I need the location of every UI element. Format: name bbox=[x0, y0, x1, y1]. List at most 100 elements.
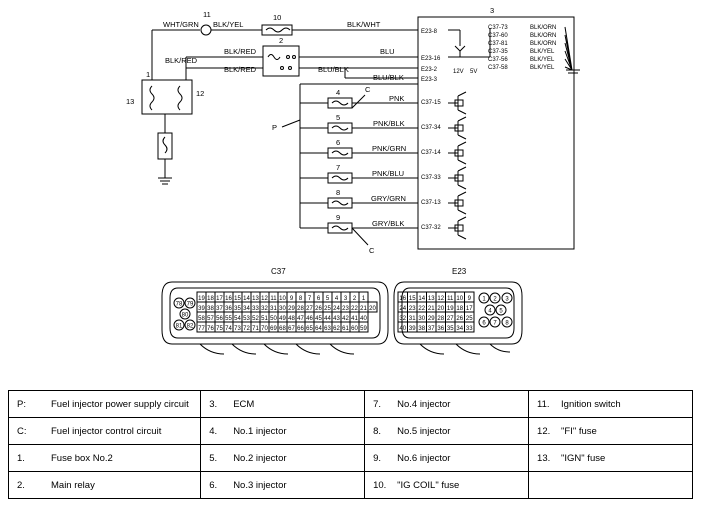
connector-pin-number: 72 bbox=[243, 326, 250, 332]
connector-pin-number: 2 bbox=[353, 296, 357, 302]
legend-cell: 4.No.1 injector bbox=[200, 417, 366, 445]
connector-round-pin bbox=[173, 297, 185, 309]
connector-pin-number: 9 bbox=[290, 296, 294, 302]
connector-pin-number: 65 bbox=[306, 326, 313, 332]
connector-pin-number: 69 bbox=[270, 326, 277, 332]
connector-pin-number: 13 bbox=[252, 296, 259, 302]
connector-pin-number: 41 bbox=[351, 316, 358, 322]
connector-round-pin-number: 7 bbox=[493, 321, 497, 327]
connector-pin-number: 37 bbox=[428, 326, 435, 332]
legend-text: Ignition switch bbox=[561, 398, 621, 410]
callout-8: 8 bbox=[336, 188, 340, 197]
connector-round-pin-number: 80 bbox=[182, 313, 189, 319]
connector-pin-number: 4 bbox=[335, 296, 339, 302]
connector-pin-number: 34 bbox=[243, 306, 250, 312]
connector-pin-number: 23 bbox=[342, 306, 349, 312]
wire-label-blk-wht: BLK/WHT bbox=[347, 20, 381, 29]
connector-pin-number: 23 bbox=[409, 306, 416, 312]
connector-pin-number: 77 bbox=[198, 326, 205, 332]
ecm-pin: E23-16 bbox=[421, 56, 441, 62]
wire-label: BLK/YEL bbox=[530, 57, 555, 63]
connector-round-pin-number: 81 bbox=[176, 324, 183, 330]
connector-pin-number: 28 bbox=[297, 306, 304, 312]
connector-pin-number: 44 bbox=[324, 316, 331, 322]
legend-key: P: bbox=[17, 398, 26, 410]
legend-cell: 11. Ignition switch bbox=[528, 390, 693, 418]
connector-pin-number: 55 bbox=[225, 316, 232, 322]
legend-text: No.3 injector bbox=[233, 479, 287, 491]
connector-c37-title: C37 bbox=[271, 267, 286, 276]
connector-pin-number: 18 bbox=[456, 306, 463, 312]
legend-cell bbox=[528, 471, 693, 499]
connector-pin-number: 34 bbox=[456, 326, 463, 332]
connector-pin-number: 14 bbox=[243, 296, 250, 302]
legend-text: ECM bbox=[233, 398, 255, 410]
ecm-pin: C37-34 bbox=[421, 125, 441, 131]
connector-round-pin bbox=[179, 308, 191, 320]
connector-pin-number: 3 bbox=[344, 296, 348, 302]
connector-round-pin-number: 5 bbox=[499, 309, 503, 315]
ecm-drivers bbox=[448, 91, 467, 240]
legend-key: 12. bbox=[537, 425, 551, 437]
connector-pin-number: 29 bbox=[428, 316, 435, 322]
connector-pin-number: 18 bbox=[207, 296, 214, 302]
main-fuse bbox=[157, 132, 173, 160]
wire-label: BLK/YEL bbox=[530, 65, 555, 71]
connector-pin-number: 43 bbox=[333, 316, 340, 322]
connector-pin-number: 31 bbox=[409, 316, 416, 322]
connector-round-pin-number: 3 bbox=[505, 297, 509, 303]
connector-pin-number: 10 bbox=[279, 296, 286, 302]
callout-6: 6 bbox=[336, 138, 340, 147]
connector-pin-number: 26 bbox=[315, 306, 322, 312]
connector-pin-number: 40 bbox=[399, 326, 406, 332]
legend-key: 7. bbox=[373, 398, 382, 410]
legend-cell: 3.ECM bbox=[200, 390, 366, 418]
connector-pin-number: 59 bbox=[360, 326, 367, 332]
connector-round-pin bbox=[184, 297, 196, 309]
connector-round-pin bbox=[501, 292, 513, 304]
connector-pin-number: 56 bbox=[216, 316, 223, 322]
connector-pin-cell bbox=[358, 321, 369, 333]
connector-pin-number: 48 bbox=[288, 316, 295, 322]
connector-pin-number: 51 bbox=[261, 316, 268, 322]
fuse-box-no2 bbox=[141, 79, 193, 115]
connector-pin-number: 50 bbox=[270, 316, 277, 322]
wire-label-blu-blk-a: BLU/BLK bbox=[318, 65, 349, 74]
connector-pin-number: 19 bbox=[198, 296, 205, 302]
connector-pin-number: 30 bbox=[279, 306, 286, 312]
connector-pin-number: 70 bbox=[261, 326, 268, 332]
connector-round-pin-number: 1 bbox=[482, 297, 486, 303]
legend-text: No.1 injector bbox=[233, 425, 287, 437]
connector-round-pin-number: 82 bbox=[187, 324, 194, 330]
legend-key: 6. bbox=[209, 479, 218, 491]
connector-round-pin bbox=[478, 316, 490, 328]
connector-pin-number: 19 bbox=[447, 306, 454, 312]
connector-pin-number: 38 bbox=[418, 326, 425, 332]
connector-pin-number: 47 bbox=[297, 316, 304, 322]
connector-pin-number: 74 bbox=[225, 326, 232, 332]
legend-text: "IGN" fuse bbox=[561, 452, 606, 464]
legend-cell: P:Fuel injector power supply circuit bbox=[7, 390, 202, 418]
wire-label-pnk-blk: PNK/BLK bbox=[373, 119, 405, 128]
connector-pin-cell bbox=[367, 301, 378, 313]
connector-pin-number: 45 bbox=[315, 316, 322, 322]
connector-pin-number: 20 bbox=[369, 306, 376, 312]
connector-pin-number: 67 bbox=[288, 326, 295, 332]
legend-key: 5. bbox=[209, 452, 218, 464]
ecm-pin: C37-56 bbox=[488, 57, 508, 63]
legend-key: 11. bbox=[537, 398, 550, 410]
connector-pin-number: 29 bbox=[288, 306, 295, 312]
wire-label-blk-red-a: BLK/RED bbox=[165, 56, 198, 65]
ecm-pin: C37-35 bbox=[488, 49, 508, 55]
connector-pin-number: 75 bbox=[216, 326, 223, 332]
wire-label: BLK/ORN bbox=[530, 41, 556, 47]
connector-pin-number: 21 bbox=[428, 306, 435, 312]
connector-round-pin-number: 4 bbox=[488, 309, 492, 315]
ecm-pin: E23-2 bbox=[421, 67, 438, 73]
connector-pin-number: 31 bbox=[270, 306, 277, 312]
connector-pin-number: 24 bbox=[333, 306, 340, 312]
